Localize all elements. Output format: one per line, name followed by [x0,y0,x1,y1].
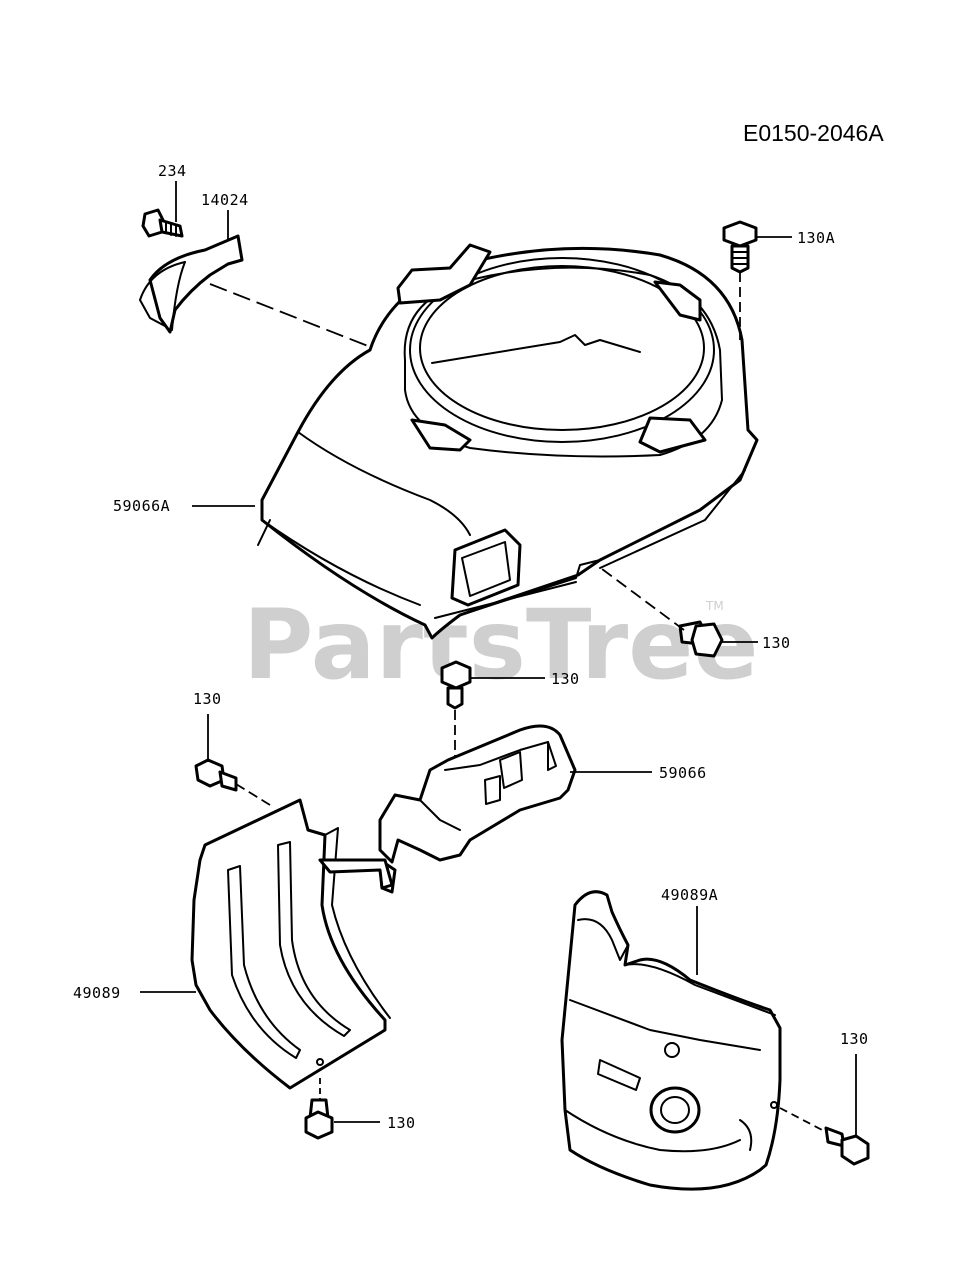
bolt-130-blower[interactable] [678,620,724,658]
callout-130-middle[interactable]: 130 [551,670,580,688]
callout-14024[interactable]: 14024 [201,191,249,209]
watermark-trademark: TM [705,599,724,613]
watermark: PartsTree [243,589,758,701]
cover-49089A[interactable] [560,890,782,1191]
bolt-130-left[interactable] [194,758,238,792]
deflector-14024[interactable] [139,234,244,334]
callout-49089[interactable]: 49089 [73,984,121,1002]
bolt-130-bottom[interactable] [304,1098,334,1140]
bolt-130-middle[interactable] [440,660,472,710]
alignment-line-130-left [235,783,271,806]
callout-59066[interactable]: 59066 [659,764,707,782]
callout-130-right[interactable]: 130 [840,1030,869,1048]
bracket-59066[interactable] [378,724,577,894]
alignment-line-14024 [209,283,369,347]
alignment-line-130-right [779,1107,827,1133]
callout-130-left[interactable]: 130 [193,690,222,708]
diagram-code: E0150-2046A [743,120,884,146]
callout-59066A[interactable]: 59066A [113,497,170,515]
shroud-49089[interactable] [190,798,394,1090]
bolt-234[interactable] [141,208,184,238]
callout-130-bottom[interactable]: 130 [387,1114,416,1132]
blower-housing-59066A[interactable] [257,243,759,640]
callout-234[interactable]: 234 [158,162,187,180]
callout-49089A[interactable]: 49089A [661,886,718,904]
callout-130-blower[interactable]: 130 [762,634,791,652]
bolt-130-right[interactable] [824,1126,870,1166]
callout-130A[interactable]: 130A [797,229,835,247]
bolt-130A[interactable] [722,220,758,274]
